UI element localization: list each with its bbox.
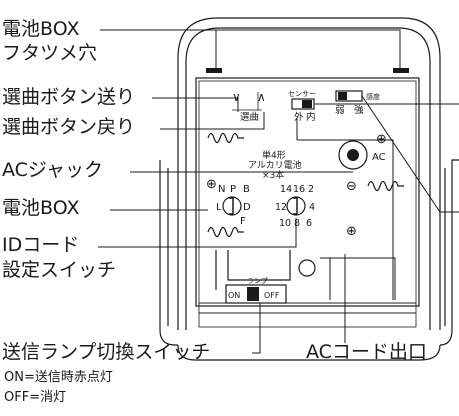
callout-send-lamp-note-on: ON=送信時赤点灯 — [4, 370, 113, 385]
dial-letter-p: P — [230, 184, 236, 195]
plus-mark-bottom: ⊕ — [346, 224, 357, 239]
spring-top-left — [207, 132, 244, 144]
sensitivity-option-weak: 弱 — [335, 105, 345, 116]
dial-number-12: 12 — [275, 202, 287, 213]
leader-battery-hole — [100, 29, 401, 68]
minus-mark: ⊖ — [346, 179, 357, 194]
dial-number-16: 16 — [293, 184, 305, 195]
dial-number-4: 4 — [309, 202, 315, 213]
select-label: 選曲 — [240, 112, 259, 123]
ac-jack-inner — [347, 149, 359, 161]
id-dial-right — [286, 196, 306, 216]
lamp-switch-knob — [247, 287, 259, 301]
dial-number-14: 14 — [280, 184, 292, 195]
dial-letter-n: N — [218, 184, 225, 195]
callout-battery-box-hole-line2: フタツメ穴 — [2, 42, 98, 64]
select-mark-down: ∨ — [232, 90, 241, 104]
callout-id-code-line2: 設定スイッチ — [2, 259, 117, 281]
lamp-label: ランプ — [247, 277, 268, 285]
lamp-off: OFF — [264, 291, 280, 300]
leader-id-code — [98, 218, 297, 248]
dial-number-10: 10 — [279, 218, 291, 229]
battery-box-hole-left — [206, 68, 222, 73]
spring-mid-left — [207, 226, 244, 238]
callout-select-forward: 選曲ボタン送り — [2, 86, 136, 108]
callout-battery-box: 電池BOX — [2, 197, 80, 219]
dial-letter-f: F — [240, 216, 246, 227]
callout-battery-box-hole-line1: 電池BOX — [2, 18, 80, 40]
plus-mark-dial: ⊕ — [206, 177, 217, 192]
sensor-label: センサー — [288, 90, 316, 98]
battery-spec-line1: 単4形 — [262, 149, 286, 161]
select-mark-up: ∧ — [257, 90, 266, 104]
battery-box-hole-right — [393, 68, 409, 73]
spring-right — [367, 180, 404, 192]
id-dial-left — [222, 196, 242, 216]
callout-select-back: 選曲ボタン戻り — [2, 116, 136, 138]
callout-ac-jack: ACジャック — [2, 159, 103, 181]
dial-letter-b: B — [243, 184, 250, 195]
leader-sensitivity — [361, 95, 459, 213]
ac-label: AC — [372, 152, 386, 163]
sensitivity-label: 感度 — [366, 92, 380, 101]
dial-number-2: 2 — [308, 184, 314, 195]
callout-id-code-line1: IDコード — [2, 234, 80, 256]
plus-mark-top: ⊕ — [376, 132, 387, 147]
sensitivity-option-strong: 強 — [354, 104, 364, 116]
sensor-option-inside: 内 — [306, 111, 316, 123]
dial-number-6: 6 — [306, 218, 312, 229]
round-button — [298, 259, 316, 277]
callout-ac-cord-exit: ACコード出口 — [306, 341, 427, 363]
sensitivity-switch-knob — [338, 92, 347, 100]
dial-letter-l: L — [216, 202, 222, 213]
dial-letter-d: D — [243, 202, 251, 213]
leader-lamp-switch — [252, 303, 261, 354]
callout-send-lamp-switch: 送信ランプ切換スイッチ — [2, 341, 211, 363]
lamp-on: ON — [228, 291, 240, 300]
device-inner-housing — [185, 27, 431, 330]
ac-jack-outer — [338, 140, 368, 170]
leader-select-back — [160, 112, 265, 130]
battery-spec-line2: アルカリ電池 — [248, 159, 302, 171]
sensor-option-outside: 外 — [294, 111, 304, 123]
battery-spec-line3: ×3本 — [262, 169, 284, 181]
dial-number-8: 8 — [294, 218, 300, 229]
device-outer-housing — [177, 17, 441, 330]
sensor-switch-knob — [302, 100, 312, 108]
leader-select-forward — [152, 97, 239, 112]
callout-send-lamp-note-off: OFF=消灯 — [4, 390, 67, 405]
inner-panel — [195, 77, 420, 307]
